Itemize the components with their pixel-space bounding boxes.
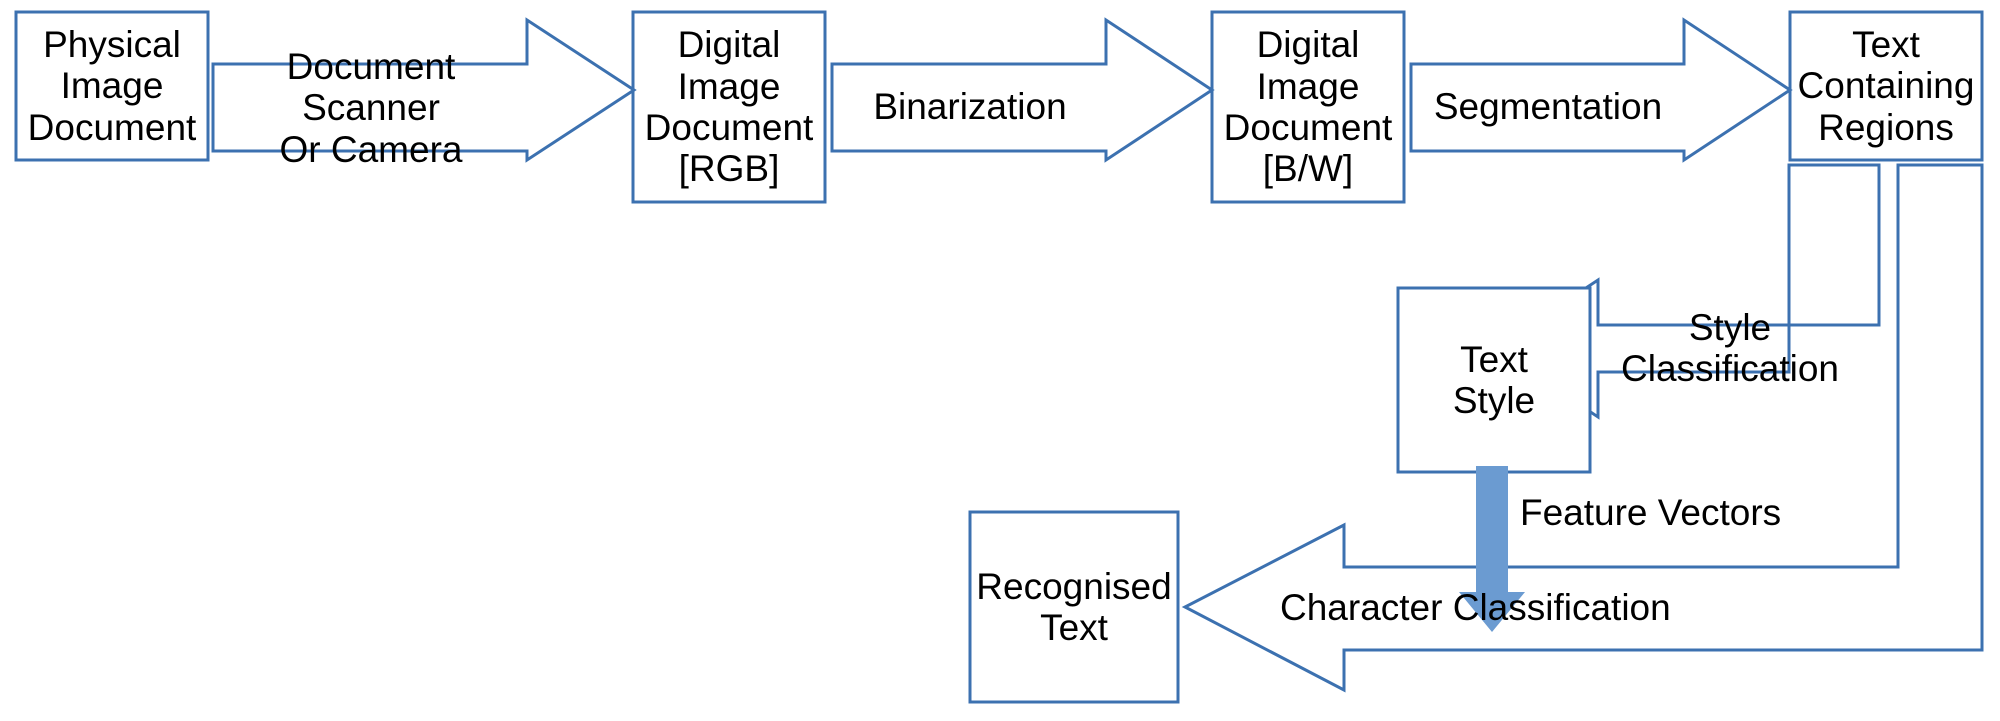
edge-arrow-character-classification[interactable] <box>1181 163 1984 693</box>
node-box-digital-image-document-bw[interactable] <box>1210 10 1406 204</box>
node-box-digital-image-document-rgb[interactable] <box>631 10 827 204</box>
node-box-recognised-text[interactable] <box>968 510 1180 704</box>
node-box-text-containing-regions[interactable] <box>1788 10 1984 162</box>
edge-arrow-binarization[interactable] <box>830 17 1215 163</box>
node-box-physical-image-document[interactable] <box>14 10 210 162</box>
node-box-text-style[interactable] <box>1396 286 1592 474</box>
edge-arrow-segmentation[interactable] <box>1409 17 1793 163</box>
edge-arrow-document-scanner-or-camera[interactable] <box>211 17 637 163</box>
edge-arrow-feature-vectors[interactable] <box>1459 466 1525 632</box>
